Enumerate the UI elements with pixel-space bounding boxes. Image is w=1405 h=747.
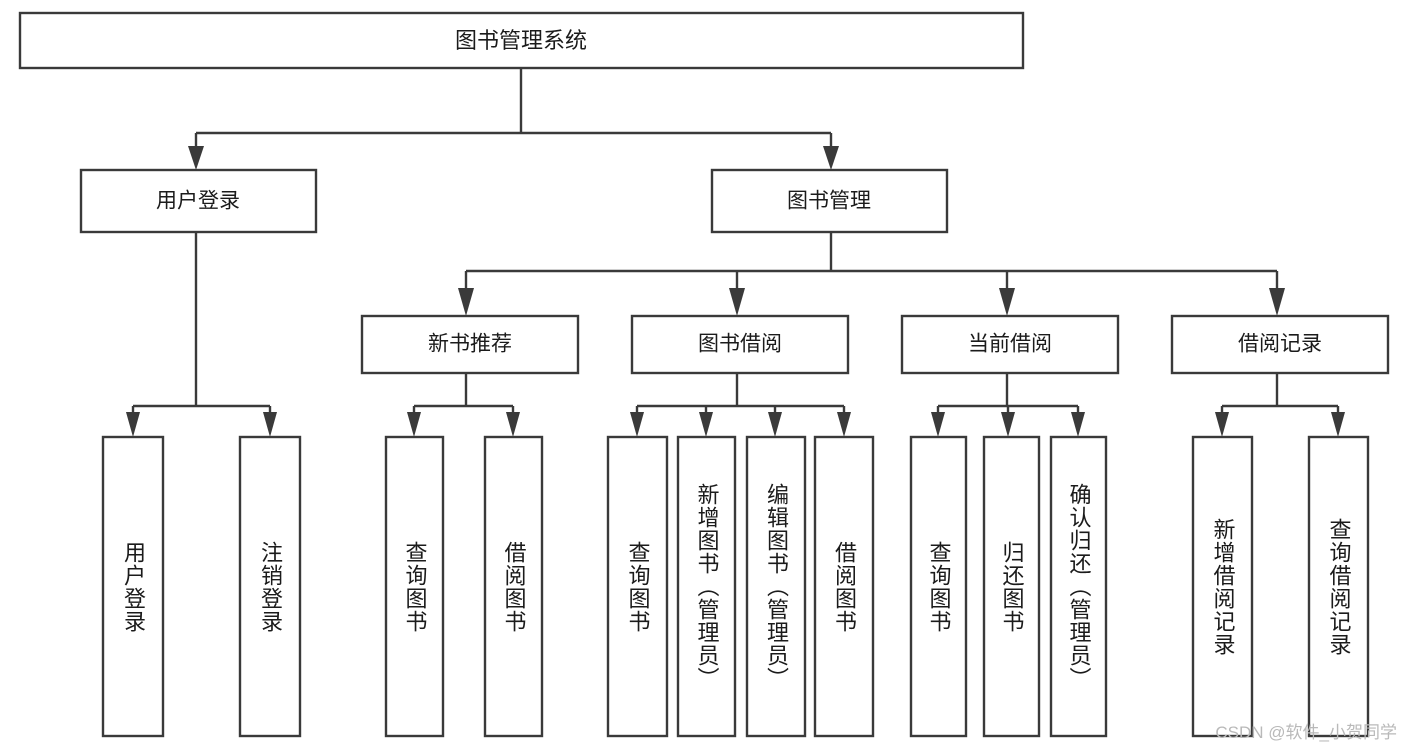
leaf-box-user-login-1[interactable] [238,435,302,738]
node-current-borrow[interactable] [900,314,1120,375]
arrow-root-to-user-login [188,146,204,170]
node-root[interactable] [18,11,1025,70]
arrow-root-to-book-mgmt [823,146,839,170]
leaf-box-book-borrow-3[interactable] [813,435,875,738]
arrow-borrow-record-leaf-1 [1331,412,1345,437]
leaf-box-current-borrow-0[interactable] [909,435,968,738]
node-user-login-label: 用户登录 [156,190,240,213]
arrow-to-borrow-record [1269,288,1285,316]
node-new-book-recommend-label: 新书推荐 [428,333,512,356]
arrow-current-borrow-leaf-0 [931,412,945,437]
arrow-book-borrow-leaf-2 [768,412,782,437]
arrow-current-borrow-leaf-2 [1071,412,1085,437]
arrow-user-login-leaf-0 [126,412,140,437]
arrow-current-borrow-leaf-1 [1001,412,1015,437]
connector-group-new-book [407,373,520,437]
node-user-login[interactable] [79,168,318,234]
connector-group-borrow-record [1215,373,1345,437]
connector-group-current-borrow [931,373,1085,437]
node-book-borrow[interactable] [630,314,850,375]
node-book-management[interactable] [710,168,949,234]
arrow-to-current-borrow [999,288,1015,316]
node-borrow-record[interactable] [1170,314,1390,375]
arrow-book-borrow-leaf-3 [837,412,851,437]
leaf-box-new-book-1[interactable] [483,435,544,738]
node-book-management-label: 图书管理 [787,190,871,213]
leaf-box-book-borrow-1[interactable] [676,435,737,738]
node-current-borrow-label: 当前借阅 [968,333,1052,356]
arrow-book-borrow-leaf-0 [630,412,644,437]
node-new-book-recommend[interactable] [360,314,580,375]
connector-group-user-login [126,232,277,437]
leaf-box-current-borrow-2[interactable] [1049,435,1108,738]
leaf-box-borrow-record-1[interactable] [1307,435,1370,738]
arrow-to-book-borrow [729,288,745,316]
arrow-user-login-leaf-1 [263,412,277,437]
node-root-label: 图书管理系统 [455,28,587,53]
watermark-label: CSDN @软件_小贺同学 [1215,723,1397,742]
leaf-box-new-book-0[interactable] [384,435,445,738]
leaf-box-book-borrow-2[interactable] [745,435,807,738]
arrow-to-new-book [458,288,474,316]
connector-group-root [188,68,839,170]
arrow-borrow-record-leaf-0 [1215,412,1229,437]
leaf-box-borrow-record-0[interactable] [1191,435,1254,738]
connector-group-book-borrow [630,373,851,437]
leaf-box-book-borrow-0[interactable] [606,435,669,738]
leaf-box-user-login-0[interactable] [101,435,165,738]
connector-group-book-mgmt [458,232,1285,316]
node-borrow-record-label: 借阅记录 [1238,333,1322,356]
arrow-book-borrow-leaf-1 [699,412,713,437]
arrow-new-book-leaf-1 [506,412,520,437]
arrow-new-book-leaf-0 [407,412,421,437]
leaf-box-current-borrow-1[interactable] [982,435,1041,738]
node-book-borrow-label: 图书借阅 [698,333,782,356]
